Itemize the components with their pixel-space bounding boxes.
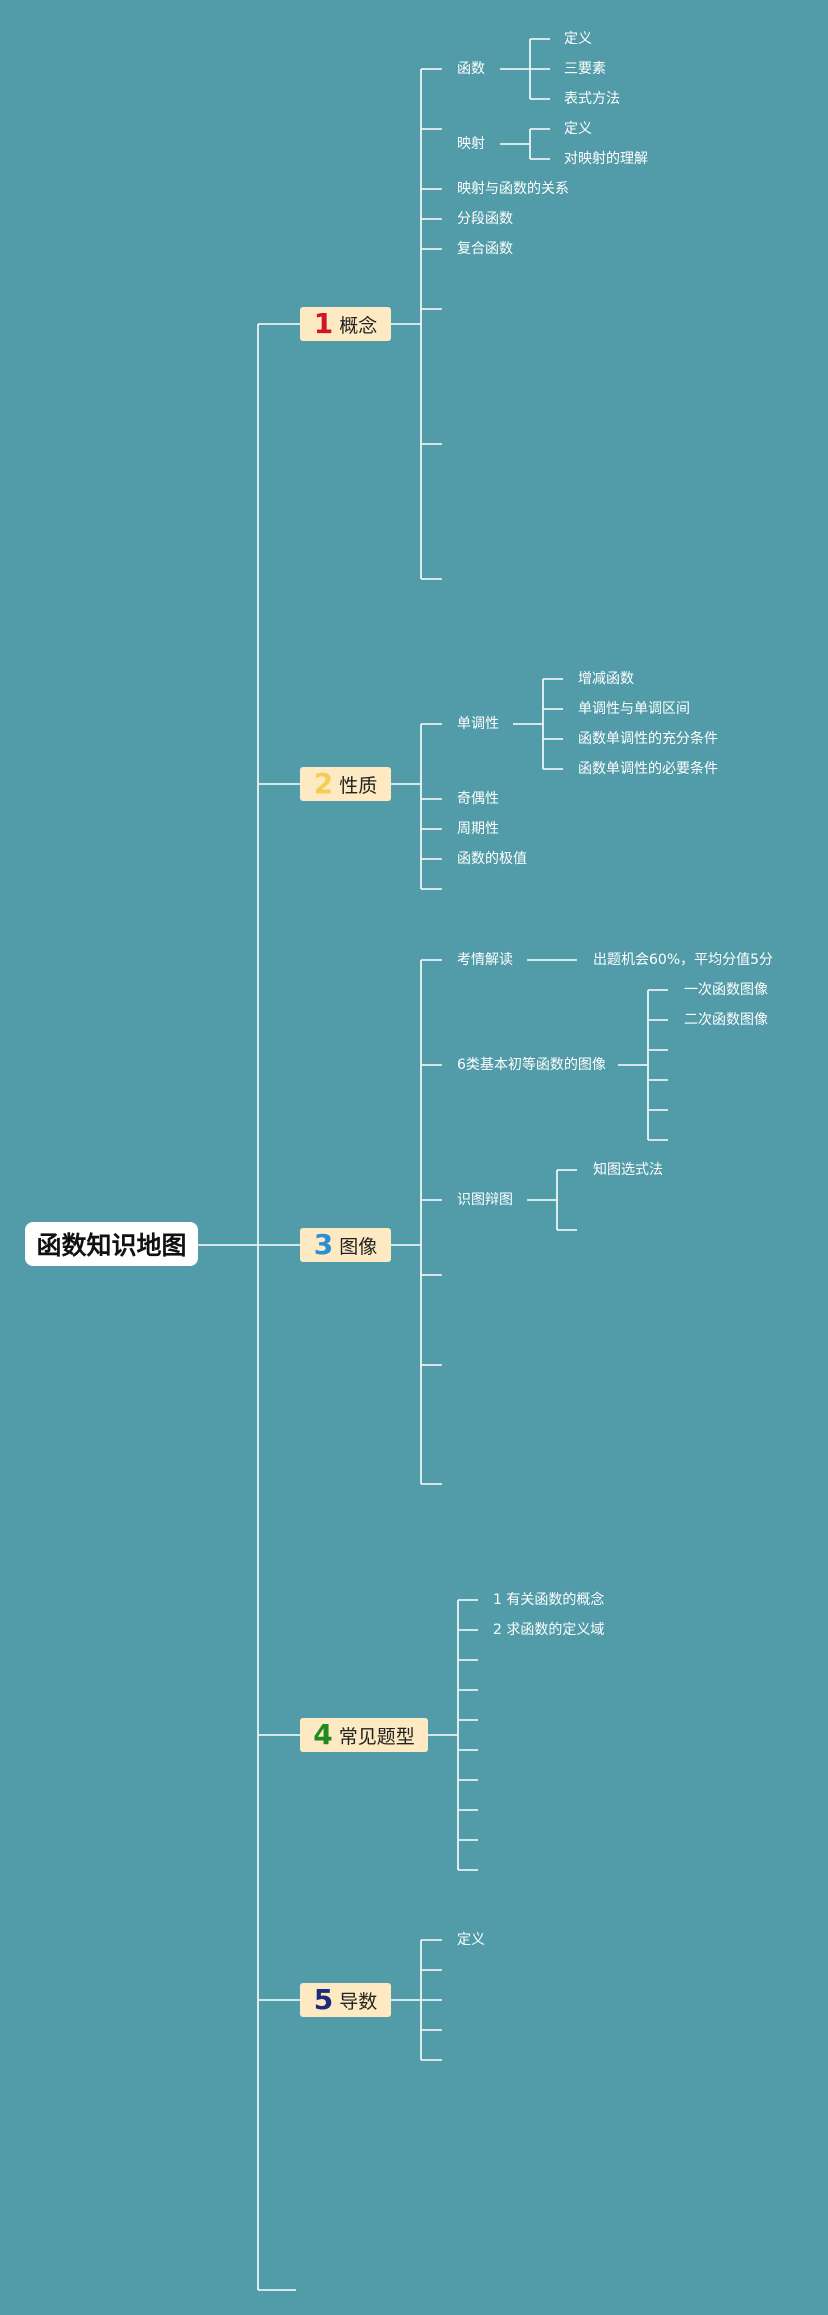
derivative-definition[interactable]: 定义 [457, 1932, 485, 1948]
topic-mapping[interactable]: 映射 [457, 136, 485, 152]
subtopic-necessary-condition[interactable]: 函数单调性的必要条件 [578, 761, 718, 777]
subtopic-monotonic-interval[interactable]: 单调性与单调区间 [578, 701, 690, 717]
branch-label: 性质 [339, 774, 378, 797]
branch-label: 概念 [339, 314, 378, 337]
subtopic-definition[interactable]: 定义 [564, 31, 592, 47]
branch-number: 4 [313, 1718, 333, 1751]
subtopic-graph-to-formula[interactable]: 知图选式法 [593, 1162, 663, 1178]
question-type-function-concept[interactable]: 1 有关函数的概念 [493, 1592, 605, 1608]
subtopic-mapping-definition[interactable]: 定义 [564, 121, 592, 137]
subtopic-mapping-understanding[interactable]: 对映射的理解 [564, 151, 648, 167]
topic-composite-function[interactable]: 复合函数 [457, 241, 513, 257]
topic-basic-function-graphs[interactable]: 6类基本初等函数的图像 [457, 1057, 606, 1073]
branch-number: 2 [313, 767, 334, 800]
branch-number: 3 [313, 1228, 334, 1261]
branch-label: 导数 [339, 1990, 378, 2013]
subtopic-linear-graph[interactable]: 一次函数图像 [684, 982, 768, 998]
branch-property[interactable]: 2 性质 [300, 767, 391, 801]
subtopic-increasing-decreasing[interactable]: 增减函数 [578, 671, 634, 687]
root-label: 函数知识地图 [36, 1231, 187, 1260]
branch-derivative[interactable]: 5 导数 [300, 1983, 391, 2017]
topic-function[interactable]: 函数 [457, 61, 485, 77]
branch-graph[interactable]: 3 图像 [300, 1228, 391, 1262]
topic-graph-recognition[interactable]: 识图辩图 [457, 1192, 513, 1208]
subtopic-representation[interactable]: 表式方法 [564, 91, 620, 107]
topic-piecewise-function[interactable]: 分段函数 [457, 211, 513, 227]
subtopic-exam-probability[interactable]: 出题机会60%，平均分值5分 [593, 952, 774, 968]
question-type-domain[interactable]: 2 求函数的定义域 [493, 1622, 605, 1638]
topic-periodicity[interactable]: 周期性 [457, 821, 499, 837]
topic-mapping-function-relation[interactable]: 映射与函数的关系 [457, 181, 569, 197]
topic-monotonicity[interactable]: 单调性 [457, 716, 499, 732]
subtopic-three-elements[interactable]: 三要素 [564, 61, 606, 77]
branch-label: 图像 [339, 1235, 378, 1258]
subtopic-quadratic-graph[interactable]: 二次函数图像 [684, 1012, 768, 1028]
branch-label: 常见题型 [338, 1725, 415, 1748]
branch-number: 1 [313, 307, 334, 340]
topic-extremum[interactable]: 函数的极值 [457, 851, 527, 867]
topic-exam-analysis[interactable]: 考情解读 [457, 952, 513, 968]
branch-number: 5 [313, 1983, 334, 2016]
branch-question-types[interactable]: 4 常见题型 [300, 1718, 428, 1752]
root-node[interactable]: 函数知识地图 [25, 1222, 198, 1266]
topic-parity[interactable]: 奇偶性 [457, 791, 499, 807]
subtopic-sufficient-condition[interactable]: 函数单调性的充分条件 [578, 731, 718, 747]
branch-concept[interactable]: 1 概念 [300, 307, 391, 341]
